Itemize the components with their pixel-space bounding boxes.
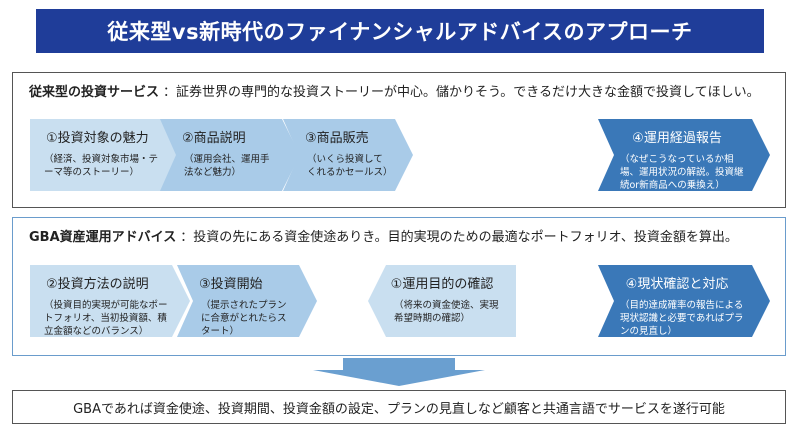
traditional-step-2: ②商品説明 （運用会社、運用手法など魅力） [160,119,300,191]
conclusion-text: GBAであれば資金使途、投資期間、投資金額の設定、プランの見直しなど顧客と共通言… [73,401,725,417]
step-body: （投資目的実現が可能なポートフォリオ、当初投資額、積立金額などのバランス） [44,300,168,337]
step-body: （いくら投資してくれるかセールス） [307,154,393,178]
step-title: ①運用目的の確認 [390,277,494,292]
gba-description: ：投資の先にある資金使途ありき。目的実現のための最適なポートフォリオ、投資金額を… [180,230,738,245]
traditional-step-4: ④運用経過報告 （なぜこうなっているか相場、運用状況の解説。投資継続or新商品へ… [598,119,770,191]
step-title: ③投資開始 [199,277,263,292]
step-body: （なぜこうなっているか相場、運用状況の解説。投資継続or新商品への乗換え） [620,154,744,191]
step-body: （経済、投資対象市場・テーマ等のストーリー） [44,154,159,178]
slide-title: 従来型vs新時代のファイナンシャルアドバイスのアプローチ [36,9,764,53]
traditional-label: 従来型の投資サービス [29,85,160,100]
step-body: （目的達成確率の報告による現状認識と必要であればプランの見直し） [620,300,744,337]
step-body: （将来の資金使途、実現希望時期の確認） [394,300,499,324]
conclusion-box: GBAであれば資金使途、投資期間、投資金額の設定、プランの見直しなど顧客と共通言… [12,390,786,424]
gba-step-3: ③投資開始 （提示されたプランに合意がとれたらスタート） [177,265,317,337]
traditional-header: 従来型の投資サービス：証券世界の専門的な投資ストーリーが中心。儲かりそう。できる… [29,81,760,100]
gba-label: GBA資産運用アドバイス [29,230,177,245]
gba-step-2: ②投資方法の説明 （投資目的実現が可能なポートフォリオ、当初投資額、積立金額など… [30,265,190,337]
traditional-description: ：証券世界の専門的な投資ストーリーが中心。儲かりそう。できるだけ大きな金額で投資… [163,85,760,100]
traditional-step-1: ①投資対象の魅力 （経済、投資対象市場・テーマ等のストーリー） [30,119,180,191]
down-arrow-icon [313,358,485,386]
step-body: （提示されたプランに合意がとれたらスタート） [201,300,287,337]
gba-step-1: ①運用目的の確認 （将来の資金使途、実現希望時期の確認） [368,265,516,337]
step-title: ②商品説明 [182,131,246,146]
gba-header: GBA資産運用アドバイス：投資の先にある資金使途ありき。目的実現のための最適なポ… [29,226,738,245]
step-body: （運用会社、運用手法など魅力） [184,154,270,178]
step-title: ②投資方法の説明 [46,277,149,292]
step-title: ④現状確認と対応 [625,277,729,292]
gba-step-4: ④現状確認と対応 （目的達成確率の報告による現状認識と必要であればプランの見直し… [598,265,770,337]
traditional-step-3: ③商品販売 （いくら投資してくれるかセールス） [283,119,413,191]
step-title: ④運用経過報告 [632,131,722,146]
step-title: ③商品販売 [305,131,369,146]
step-title: ①投資対象の魅力 [46,131,149,146]
